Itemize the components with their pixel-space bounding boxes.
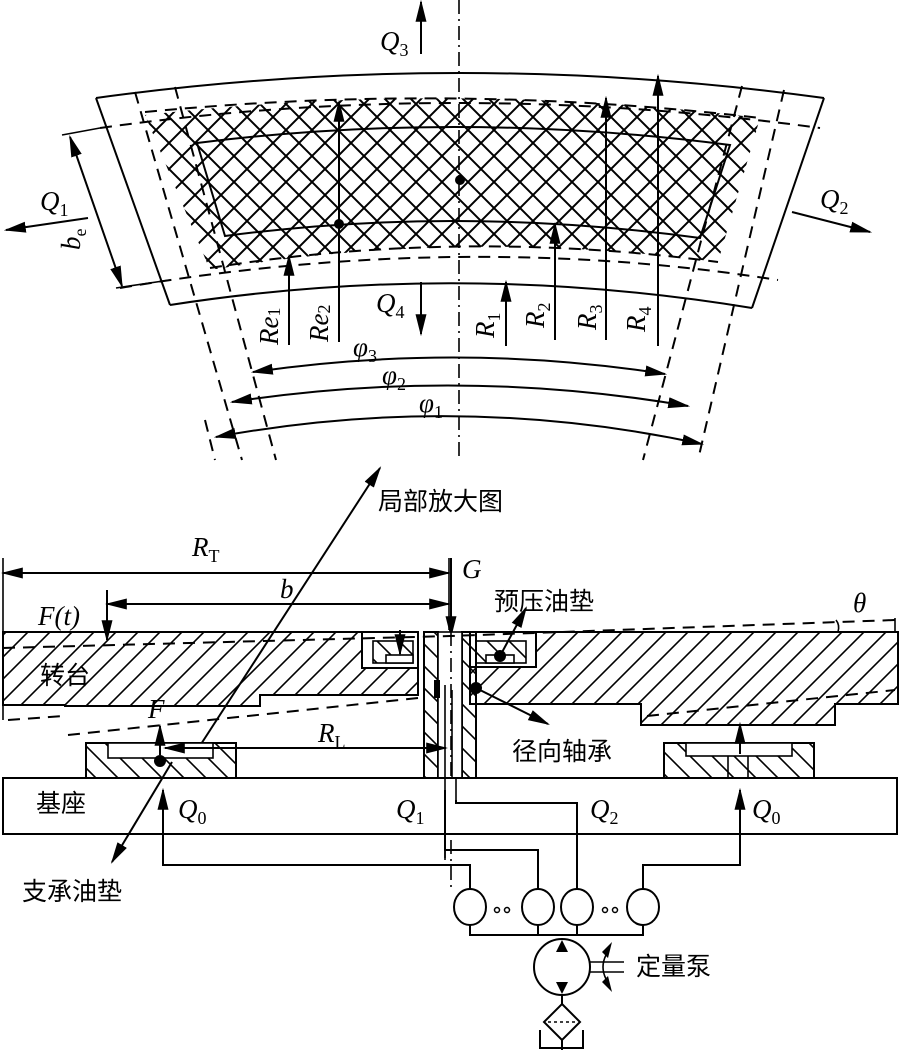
pad-inner-boundary-bot xyxy=(209,245,719,269)
preload-pad-seat-left xyxy=(385,654,414,664)
center-dot xyxy=(455,175,465,185)
r4-label: R4 xyxy=(621,307,655,334)
q1-label-bottom: Q1 xyxy=(396,794,425,828)
tank-symbol xyxy=(539,1030,584,1049)
central-shaft-left xyxy=(423,631,439,780)
radial-bearing-callout-arrow xyxy=(475,687,550,725)
pad-inner-boundary-top xyxy=(144,97,761,119)
q0-right-label: Q0 xyxy=(752,794,781,828)
support-pad-label: 支承油垫 xyxy=(22,877,122,906)
ft-label: F(t) xyxy=(37,601,80,631)
distributor-1 xyxy=(453,888,487,926)
pump-rotation-arrow xyxy=(602,942,612,992)
radial-bearing-pad-left xyxy=(434,680,440,698)
q2-label-top: Q2 xyxy=(820,184,849,218)
oil-pad-top-view: be Q1 Q2 Q3 Q4 Re1 Re2 R1 R2 xyxy=(3,0,873,461)
q2-label-bottom: Q2 xyxy=(590,794,619,828)
be-ext-top xyxy=(61,127,101,136)
phi3-label: φ3 xyxy=(353,332,377,366)
f-label: F xyxy=(147,694,165,724)
distributor-2 xyxy=(521,888,555,926)
distributor-manifold xyxy=(469,925,644,936)
q0-left-label: Q0 xyxy=(178,794,207,828)
sector-outer-arc xyxy=(95,72,825,99)
b-label: b xyxy=(280,574,294,604)
r1-label: R1 xyxy=(470,313,504,340)
r3-label: R3 xyxy=(572,305,606,332)
q1-flow-arrow xyxy=(3,217,89,233)
turntable-label: 转台 xyxy=(40,661,90,690)
g-label: G xyxy=(462,554,482,584)
sector-right-side xyxy=(751,97,825,309)
pump-rotation-arc xyxy=(602,954,607,980)
radial-dash-left-3 xyxy=(204,419,216,461)
theta-label: θ xyxy=(853,588,866,618)
pump-arrow-top xyxy=(556,940,568,952)
section-view: RT b F(t) G 预压油垫 径 xyxy=(0,532,899,1050)
be-label: be xyxy=(56,229,90,251)
q1-label-top: Q1 xyxy=(40,186,69,220)
crosshatch-region xyxy=(145,98,760,270)
enlarged-view-callout-arrow xyxy=(191,466,382,759)
oil-line-q0-right xyxy=(642,787,746,890)
base-block xyxy=(2,777,898,835)
radial-bearing-label: 径向轴承 xyxy=(512,737,612,766)
rl-label: RL xyxy=(317,718,346,752)
be-dimension-arrow xyxy=(69,134,123,289)
tilted-surface-dash xyxy=(2,619,896,649)
sector-inner-arc xyxy=(169,282,753,309)
phi1-label: φ1 xyxy=(419,388,443,422)
preload-pad-label: 预压油垫 xyxy=(494,587,594,616)
base-label: 基座 xyxy=(36,789,86,818)
enlarged-view-label: 局部放大图 xyxy=(378,487,503,516)
tilted-lower-dash-right xyxy=(646,689,896,717)
pump-arrow-bottom xyxy=(556,982,568,994)
support-pad-callout-arrow xyxy=(110,761,173,864)
be-ext-bot xyxy=(115,279,171,289)
re2-label: Re2 xyxy=(304,305,334,343)
oil-line-q0-left xyxy=(157,787,471,890)
radial-dash-left-1 xyxy=(134,91,243,461)
oil-line-q1 xyxy=(444,790,539,890)
recess-outline xyxy=(195,126,732,240)
sector-left-side xyxy=(95,97,171,306)
theta-arc xyxy=(835,619,840,633)
oil-line-q2 xyxy=(455,800,578,890)
rt-label: RT xyxy=(191,532,220,566)
support-pad-dot xyxy=(154,755,166,767)
distributor-dots-2b xyxy=(611,906,619,914)
phi1-arc xyxy=(213,415,705,446)
central-bore xyxy=(437,631,463,780)
preload-callout-arrow xyxy=(499,606,528,657)
distributor-4 xyxy=(626,888,660,926)
distributor-dots-1a xyxy=(493,906,501,914)
q3-label: Q3 xyxy=(380,26,409,60)
phi2-label: φ2 xyxy=(382,360,406,394)
distributor-3 xyxy=(560,888,594,926)
tilted-lower-dash-left xyxy=(7,715,65,721)
q4-label: Q4 xyxy=(376,288,405,322)
re1-label: Re1 xyxy=(254,308,284,346)
distributor-dots-2a xyxy=(601,906,609,914)
q2-flow-arrow xyxy=(791,211,873,233)
phi3-arc xyxy=(250,356,668,377)
distributor-dots-1b xyxy=(503,906,511,914)
central-shaft-right xyxy=(461,631,477,780)
pad-lower-dash xyxy=(119,255,779,289)
pad-outer-dash xyxy=(99,102,821,129)
pump-label: 定量泵 xyxy=(636,952,711,981)
phi2-arc xyxy=(229,384,691,409)
r2-label: R2 xyxy=(520,303,554,330)
